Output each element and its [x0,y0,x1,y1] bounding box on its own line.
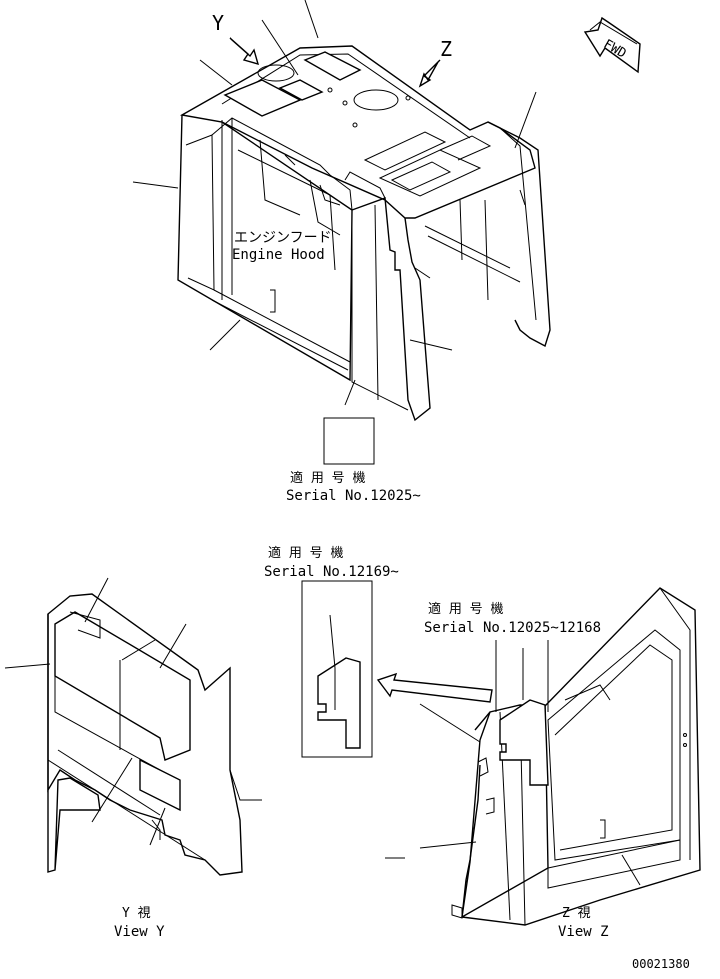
serial-2-jp: 適 用 号 機 [268,545,343,561]
detail-pointer-arrow-icon [376,672,493,703]
engine-hood-main-view [132,0,551,465]
view-y-arrow-icon [229,37,260,66]
serial-1-en: Serial No.12025~ [286,488,421,504]
part-name-en: Engine Hood [232,247,325,263]
view-z-jp: Z 視 [562,906,591,921]
serial-3-jp: 適 用 号 機 [428,601,503,617]
part-name-jp: エンジンフード [234,230,332,246]
serial-3-en: Serial No.12025~12168 [424,620,601,636]
view-y-en: View Y [114,924,165,940]
view-z-letter: Z [440,37,452,61]
drawing-number: 00021380 [632,957,690,971]
serial-1-jp: 適 用 号 機 [290,470,365,486]
fwd-label: FWD [601,37,629,62]
serial-box-2 [301,580,373,758]
view-z-en: View Z [558,924,609,940]
view-y-jp: Y 視 [122,906,151,921]
serial-12169-detail [301,580,493,758]
serial-box-1 [323,417,375,465]
view-z-detail [385,587,701,926]
serial-2-en: Serial No.12169~ [264,564,399,580]
fwd-direction-arrow-icon [583,16,641,74]
view-y-detail [4,577,262,876]
view-y-letter: Y [212,11,224,35]
view-z-arrow-icon [418,59,441,88]
